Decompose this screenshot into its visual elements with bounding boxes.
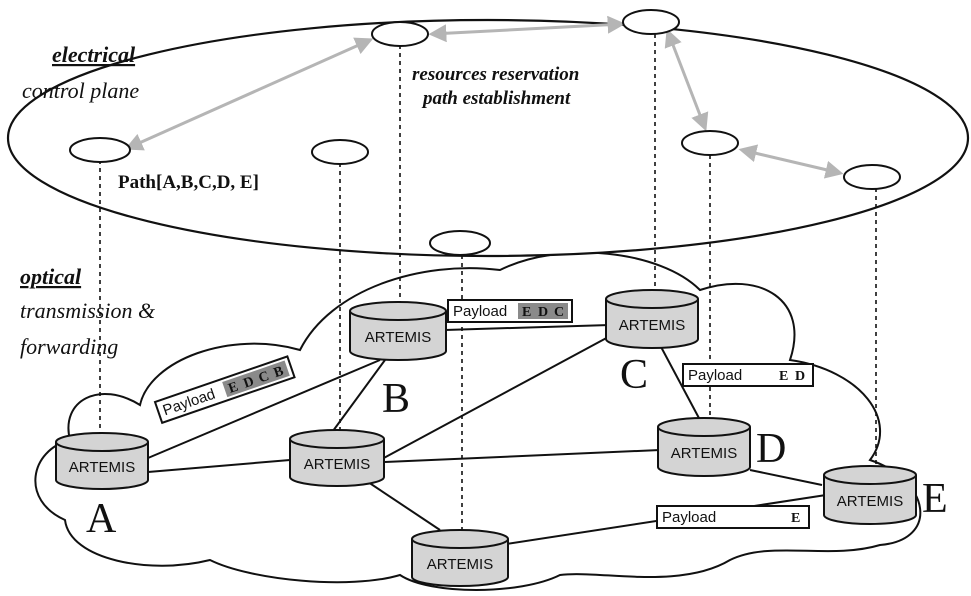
artemis-label: ARTEMIS <box>837 493 903 510</box>
optical-subtitle-2: forwarding <box>20 334 118 359</box>
artemis-label: ARTEMIS <box>619 317 685 334</box>
node-letter-b: B <box>382 376 410 422</box>
control-node-e <box>843 164 901 190</box>
artemis-label: ARTEMIS <box>304 456 370 473</box>
control-node-d <box>681 130 739 156</box>
payload-de: Payload E <box>656 505 810 529</box>
control-plane-subtitle: control plane <box>22 78 139 103</box>
artemis-node-center: ARTEMIS <box>289 429 385 487</box>
payload-header-letter: D <box>242 374 256 391</box>
payload-header-letter: D <box>538 305 548 320</box>
artemis-node-d: ARTEMIS <box>657 417 751 477</box>
payload-header-letter: B <box>272 364 286 381</box>
reservation-label-1: resources reservation <box>412 64 579 85</box>
artemis-nodes: ARTEMIS ARTEMIS ARTEMIS ARTEMIS ARTEMIS ARTEM… <box>55 289 917 587</box>
reservation-label-2: path establishment <box>421 88 571 109</box>
payload-header-letter: E <box>779 369 788 384</box>
artemis-label: ARTEMIS <box>427 556 493 573</box>
artemis-label: ARTEMIS <box>671 445 737 462</box>
signaling-arrows <box>124 15 844 179</box>
node-letter-c: C <box>620 352 648 398</box>
payload-header-letter: E <box>522 305 531 320</box>
optical-title: optical <box>20 264 82 289</box>
artemis-node-a: ARTEMIS <box>55 432 149 490</box>
control-node-a <box>69 137 131 163</box>
control-links <box>99 34 877 535</box>
node-letter-e: E <box>922 476 948 522</box>
control-nodes <box>69 9 901 256</box>
node-letter-d: D <box>756 426 786 472</box>
artemis-node-bottom: ARTEMIS <box>411 529 509 587</box>
payload-word: Payload <box>662 509 716 526</box>
electrical-title: electrical <box>52 42 136 67</box>
payload-header-letter: C <box>257 369 271 386</box>
artemis-node-c: ARTEMIS <box>605 289 699 349</box>
path-label: Path[A,B,C,D, E] <box>118 172 259 193</box>
artemis-node-b: ARTEMIS <box>349 301 447 361</box>
payload-word: Payload <box>688 367 742 384</box>
payload-header-letter: E <box>791 511 800 526</box>
control-node-b <box>311 139 369 165</box>
optical-subtitle-1: transmission & <box>20 298 156 323</box>
payload-header-letter: E <box>227 380 241 397</box>
payload-header-letter: D <box>795 369 805 384</box>
control-node-c <box>622 9 680 35</box>
payload-header-letter: C <box>554 305 564 320</box>
artemis-node-e: ARTEMIS <box>823 465 917 525</box>
payload-word: Payload <box>453 303 507 320</box>
artemis-label: ARTEMIS <box>365 329 431 346</box>
artemis-label: ARTEMIS <box>69 459 135 476</box>
node-letter-a: A <box>86 496 117 542</box>
control-node-x <box>429 230 491 256</box>
control-node-b2 <box>371 21 429 47</box>
